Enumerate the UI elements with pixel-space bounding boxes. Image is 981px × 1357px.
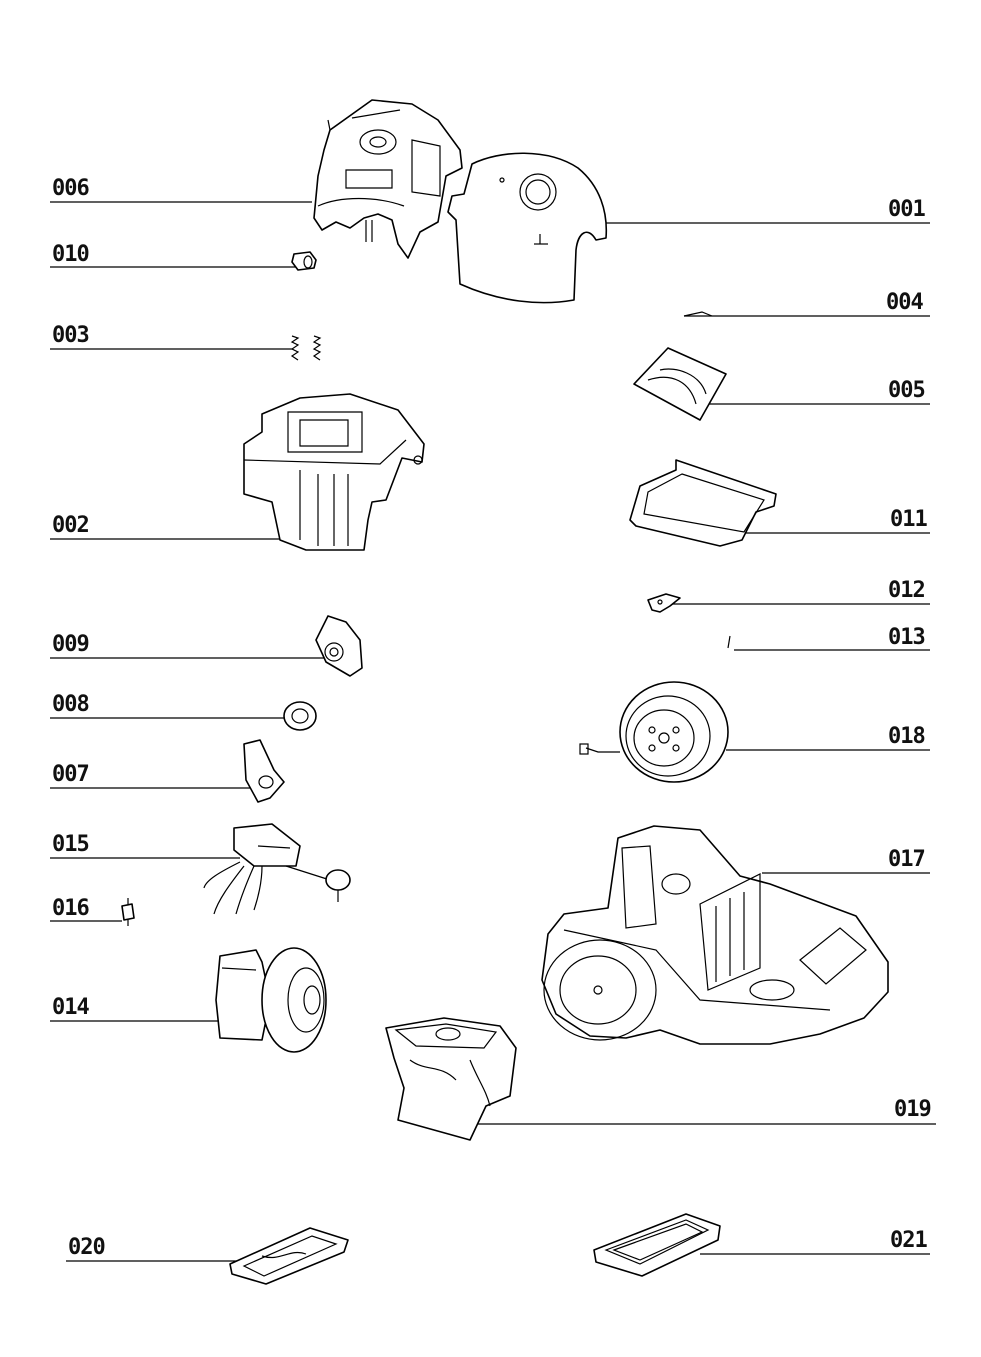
part-009-cam: [315, 615, 363, 677]
part-005-latch: [633, 347, 727, 421]
label-008: 008: [52, 692, 90, 717]
label-007: 007: [52, 762, 90, 787]
label-017: 017: [888, 847, 926, 872]
part-003-springs: [290, 335, 322, 361]
part-018-cord-reel: [579, 681, 729, 783]
part-020-filter-pad: [229, 1227, 349, 1285]
label-012: 012: [888, 578, 926, 603]
part-001-top-cover: [447, 152, 608, 304]
label-020: 020: [68, 1235, 106, 1260]
label-011: 011: [890, 507, 928, 532]
label-014: 014: [52, 995, 90, 1020]
part-016-connector: [121, 898, 135, 926]
label-004: 004: [886, 290, 924, 315]
label-018: 018: [888, 724, 926, 749]
part-013-pin: [727, 635, 731, 649]
part-012-clip: [647, 593, 681, 613]
part-017-base: [541, 825, 889, 1045]
part-010-pin: [291, 251, 317, 271]
part-008-ring: [283, 701, 317, 731]
label-006: 006: [52, 176, 90, 201]
part-021-hepa-filter: [593, 1213, 721, 1277]
label-015: 015: [52, 832, 90, 857]
label-001: 001: [888, 197, 926, 222]
part-019-dust-bag: [385, 1017, 517, 1141]
part-011-filter-frame: [629, 459, 777, 547]
label-013: 013: [888, 625, 926, 650]
label-016: 016: [52, 896, 90, 921]
part-007-button: [243, 739, 285, 803]
part-004-clip: [683, 311, 713, 317]
label-005: 005: [888, 378, 926, 403]
label-009: 009: [52, 632, 90, 657]
part-006-rear-housing: [313, 99, 463, 259]
label-019: 019: [894, 1097, 932, 1122]
label-021: 021: [890, 1228, 928, 1253]
part-015-switch-assembly: [203, 823, 351, 915]
part-002-motor-housing: [243, 393, 425, 551]
label-002: 002: [52, 513, 90, 538]
part-014-motor: [215, 947, 327, 1053]
leader-lines: [50, 201, 936, 1262]
label-010: 010: [52, 242, 90, 267]
label-003: 003: [52, 323, 90, 348]
